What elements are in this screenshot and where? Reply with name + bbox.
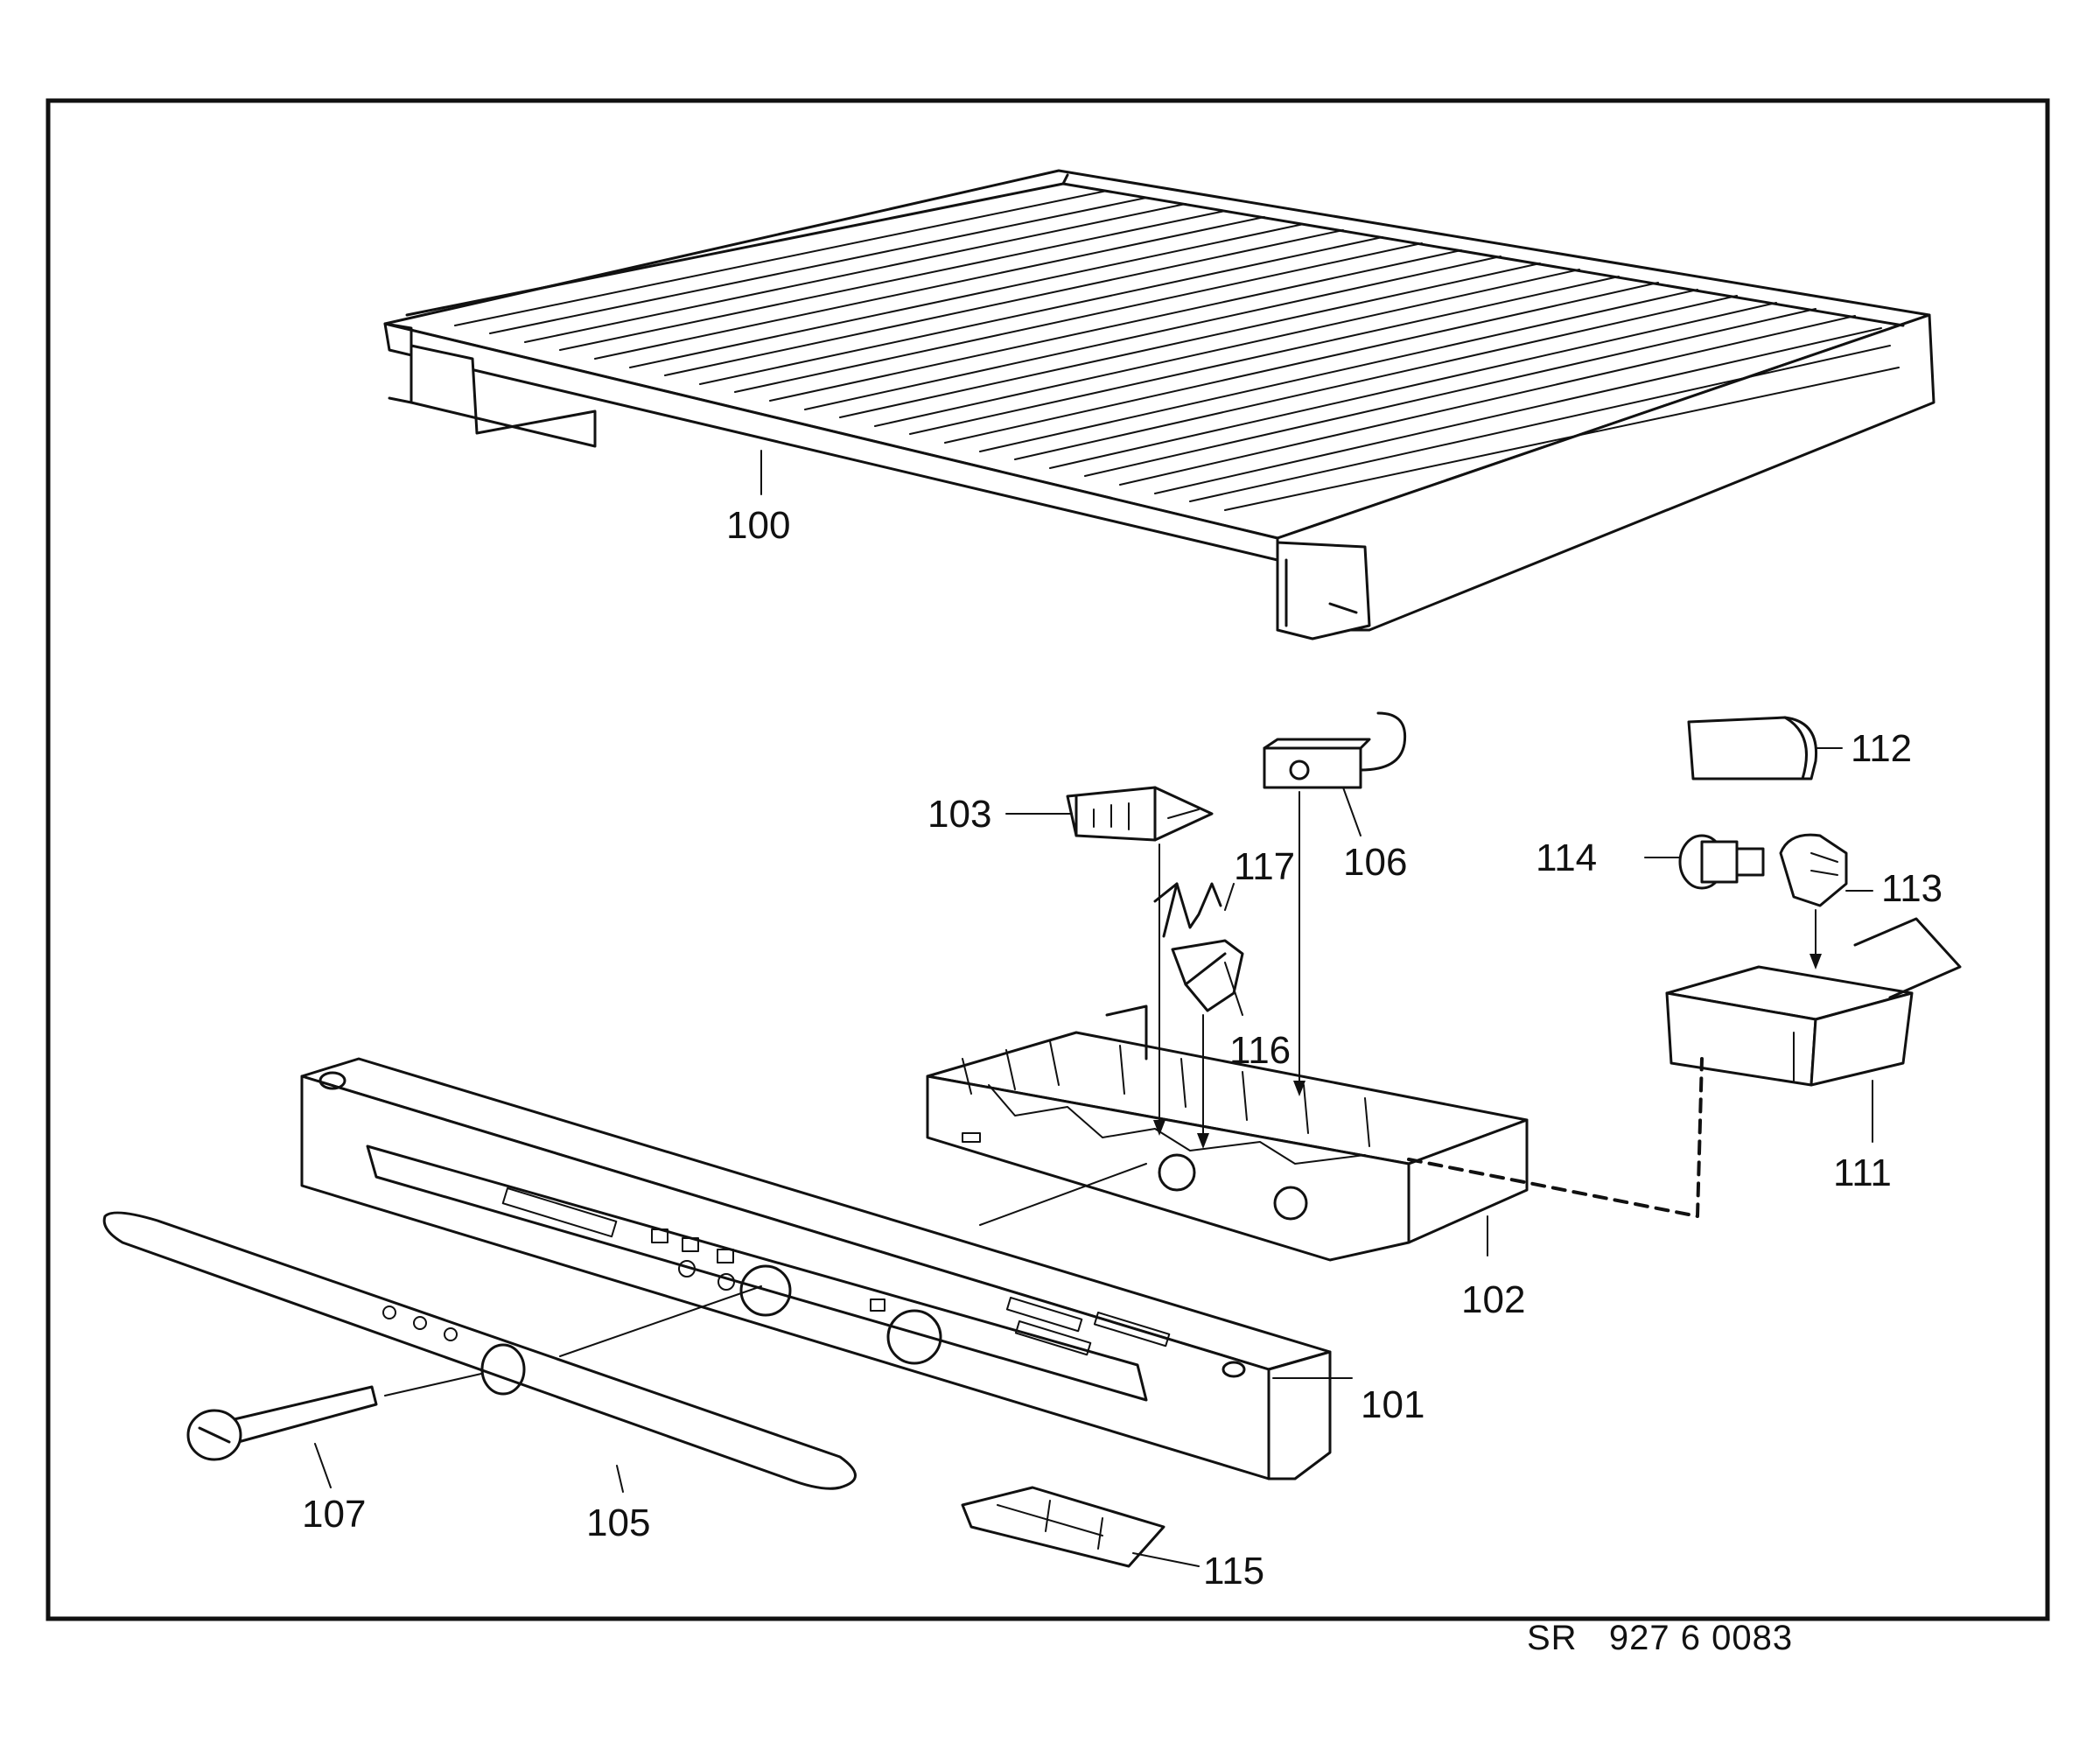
part-112-cap	[1687, 716, 1818, 780]
label-115: 115	[1203, 1550, 1264, 1592]
label-117: 117	[1234, 845, 1295, 888]
part-102-housing	[926, 1004, 1529, 1262]
assembly-lines	[384, 791, 1816, 1396]
part-113-lamp-holder	[1779, 833, 1848, 907]
arrow-heads	[1153, 954, 1822, 1149]
top-panel-slats	[454, 190, 1900, 511]
label-116: 116	[1229, 1029, 1291, 1072]
part-100-top-panel	[383, 169, 1936, 640]
label-102: 102	[1461, 1278, 1525, 1321]
diagram-frame	[46, 98, 2050, 1621]
label-112: 112	[1851, 727, 1912, 770]
part-116-latch	[1171, 939, 1244, 1012]
part-114-bulb	[1678, 834, 1765, 890]
label-113: 113	[1881, 867, 1942, 910]
leader-lines	[314, 450, 1873, 1567]
part-111-lamp-housing	[1665, 917, 1962, 1087]
part-105-fascia-overlay	[102, 1211, 857, 1490]
label-103: 103	[928, 793, 991, 836]
label-111: 111	[1833, 1152, 1892, 1194]
part-106-switch	[1263, 711, 1407, 789]
document-reference-code: SR 927 6 0083	[1527, 1619, 1794, 1657]
label-114: 114	[1536, 836, 1597, 879]
part-117-spring-clip	[1153, 882, 1222, 938]
part-107-knob-shaft	[186, 1385, 378, 1461]
part-103-bracket	[1066, 786, 1214, 842]
label-101: 101	[1361, 1383, 1424, 1426]
part-labels: 100 101 102 103 105 106 107 111 112 113 …	[302, 504, 1942, 1592]
part-115-latch-plate	[961, 1486, 1166, 1568]
label-107: 107	[302, 1493, 366, 1536]
label-100: 100	[726, 504, 790, 547]
part-101-control-panel	[300, 1057, 1332, 1480]
label-106: 106	[1343, 841, 1407, 884]
label-105: 105	[586, 1502, 650, 1544]
